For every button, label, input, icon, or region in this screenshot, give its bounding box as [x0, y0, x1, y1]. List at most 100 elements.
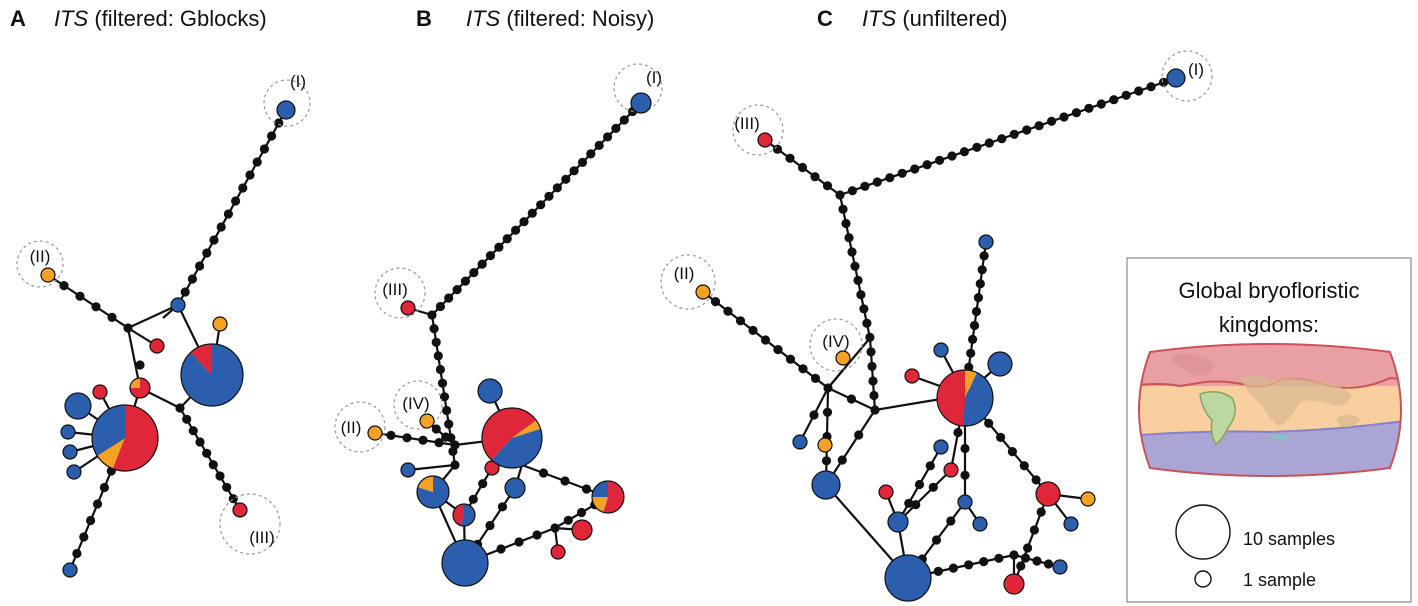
median-vector-node — [460, 276, 470, 286]
map-outline — [1138, 343, 1402, 477]
median-vector-node — [442, 405, 452, 416]
median-vector-node — [175, 403, 185, 413]
legend-title-line1: Global bryofloristic — [1179, 278, 1360, 303]
median-vector-node — [979, 557, 989, 567]
median-vector-node — [885, 173, 895, 183]
median-vector-node — [964, 560, 974, 570]
pie-slice — [460, 504, 475, 526]
median-vector-node — [994, 553, 1004, 563]
median-vector-node — [274, 118, 284, 128]
haplotype-large-C2 — [936, 369, 994, 427]
median-vector-node — [853, 275, 863, 285]
antarctic-kingdom — [1139, 420, 1401, 476]
network-panel-a: (I)(II)(III) — [16, 72, 311, 578]
median-vector-node — [969, 320, 980, 331]
median-vector-node — [441, 432, 451, 442]
highlight-ring — [732, 104, 784, 156]
panel-c-title: C ITS (unfiltered) — [817, 6, 1008, 31]
haplotype-node — [987, 351, 1013, 377]
haplotype-node — [972, 516, 988, 532]
haplotype-large-A2 — [91, 404, 159, 472]
median-vector-node — [904, 498, 914, 508]
median-vector-node — [135, 360, 145, 370]
median-vector-node — [552, 183, 563, 193]
median-vector-node — [502, 234, 512, 244]
median-vector-node — [841, 218, 851, 229]
highlight-ring — [219, 493, 281, 555]
median-vector-node — [561, 174, 571, 184]
median-vector-node — [850, 261, 860, 271]
haplotype-circle — [1166, 68, 1186, 88]
median-vector-node — [1059, 112, 1069, 122]
median-vector-node — [867, 361, 877, 371]
haplotype-circle — [276, 100, 296, 120]
a-branch-II-edge — [47, 274, 129, 329]
haplotype-node — [129, 377, 151, 399]
median-vector-node — [1020, 553, 1031, 563]
median-vector-node — [123, 323, 133, 333]
pie-slice — [112, 404, 159, 471]
median-vector-node — [968, 334, 978, 344]
median-vector-node — [860, 181, 870, 191]
haplotype-II — [695, 284, 711, 300]
neotropical-kingdom — [1199, 391, 1236, 445]
median-vector-node — [478, 479, 488, 489]
median-vector-node — [59, 281, 69, 291]
median-vector-node — [228, 494, 238, 504]
haplotype-circle — [571, 519, 593, 541]
panel-a-title-italic: ITS — [54, 6, 89, 31]
pie-slice — [452, 503, 464, 526]
panel-a-title-rest: (filtered: Gblocks) — [88, 6, 267, 31]
median-vector-node — [947, 151, 957, 161]
median-vector-node — [910, 164, 920, 174]
median-vector-node — [434, 438, 444, 448]
median-vector-node — [872, 177, 882, 187]
a-branch-I-edge — [177, 109, 287, 306]
median-vector-node — [427, 310, 437, 320]
pie-slice — [130, 378, 140, 388]
haplotype-group-label: (I) — [1188, 60, 1204, 79]
median-vector-node — [72, 548, 82, 559]
haplotype-outline — [416, 475, 450, 509]
median-vector-node — [188, 426, 198, 436]
median-vector-node — [844, 233, 854, 243]
haplotype-III — [757, 132, 773, 148]
median-vector-node — [1034, 121, 1044, 131]
network-panel-b: (I)(III)(II)(IV) — [334, 63, 663, 587]
median-vector-node — [1016, 561, 1026, 571]
highlight-ring — [374, 267, 426, 319]
haplotype-node — [66, 464, 82, 480]
haplotype-node — [933, 342, 949, 358]
haplotype-large-C1 — [884, 554, 932, 602]
haplotype-circle — [504, 477, 526, 499]
haplotype-node — [591, 480, 625, 514]
median-vector-node — [187, 274, 197, 284]
median-vector-node — [494, 242, 504, 252]
panel-c-title-rest: (unfiltered) — [896, 6, 1007, 31]
haplotype-node — [64, 392, 92, 420]
haplotype-circle — [232, 502, 248, 518]
median-vector-node — [773, 345, 783, 355]
median-vector-node — [748, 325, 758, 335]
median-vector-node — [75, 291, 85, 301]
highlight-ring — [393, 380, 443, 430]
median-vector-node — [519, 217, 529, 227]
haplotype-node — [504, 477, 526, 499]
haplotype-circle — [695, 284, 711, 300]
haplotype-circle — [878, 484, 894, 500]
median-vector-node — [869, 390, 879, 401]
haplotype-I — [1166, 68, 1186, 88]
median-vector-node — [760, 335, 771, 345]
haplotype-node — [212, 316, 228, 332]
median-vector-node — [960, 470, 970, 480]
haplotype-outline — [452, 503, 476, 527]
haplotype-outline — [591, 480, 625, 514]
median-vector-node — [1084, 103, 1094, 113]
svg-text:ITS (filtered: Gblocks): ITS (filtered: Gblocks) — [54, 6, 267, 31]
pie-slice — [181, 343, 244, 406]
haplotype-node — [792, 434, 808, 450]
haplotype-outline — [129, 377, 151, 399]
haplotype-circle — [62, 562, 78, 578]
panel-b-title: B ITS (filtered: Noisy) — [416, 6, 654, 31]
median-vector-node — [514, 537, 524, 547]
